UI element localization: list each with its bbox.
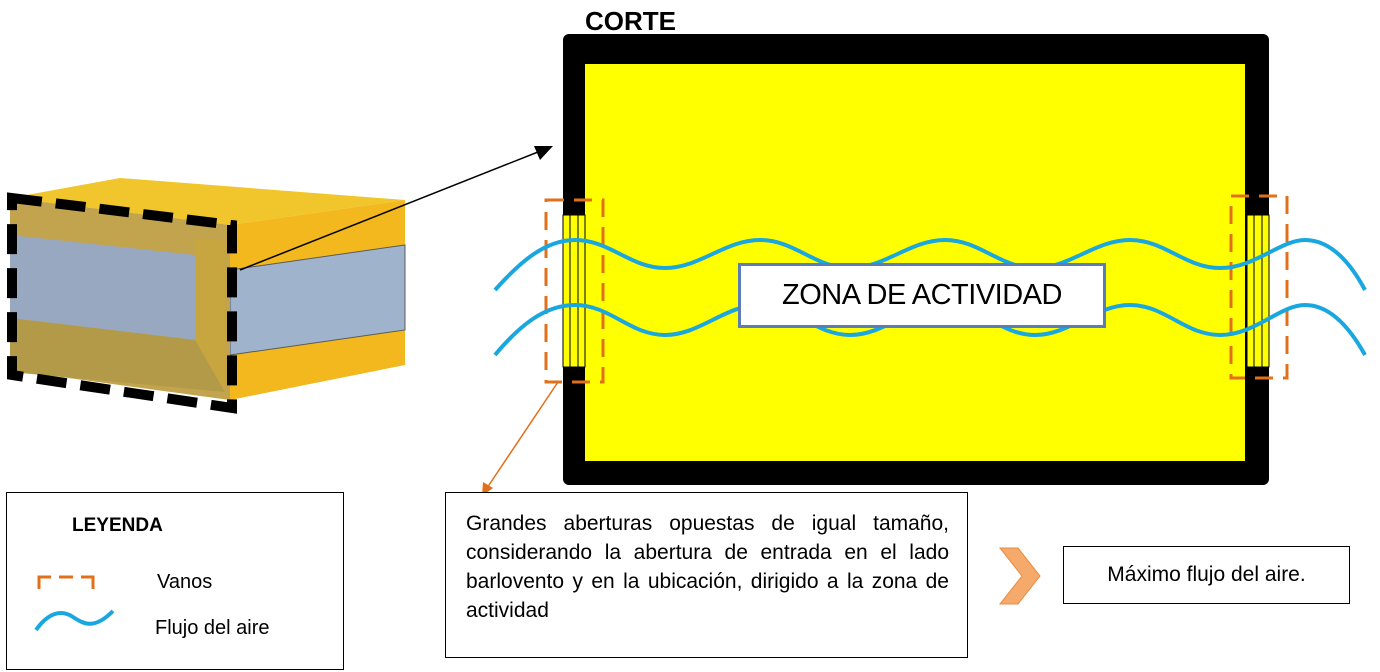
pointer-arrow [239,151,539,271]
left-opening-marker [544,198,605,384]
chevron-right-icon [998,547,1041,605]
legend-label-vanos: Vanos [157,571,213,593]
left-window [562,214,586,368]
leader-line [486,381,559,489]
section-cut-outline [7,192,237,414]
building-3d-icon [7,178,406,414]
legend-title: LEYENDA [72,515,163,536]
blue-wave-icon [34,609,115,632]
dashed-orange-rectangle-icon [37,575,95,589]
description-text: Grandes aberturas opuestas de igual tama… [466,512,949,622]
activity-zone-text: ZONA DE ACTIVIDAD [782,279,1062,311]
right-window [1246,214,1270,368]
activity-zone-label: ZONA DE ACTIVIDAD [738,263,1106,328]
air-flow-wave-upper [493,237,1367,292]
section-title: CORTE [585,6,676,36]
result-text: Máximo flujo del aire. [1107,563,1306,586]
right-opening-marker [1229,194,1289,380]
description-box: Grandes aberturas opuestas de igual tama… [445,492,968,658]
legend-label-flujo: Flujo del aire [155,617,270,639]
result-box: Máximo flujo del aire. [1063,546,1350,604]
legend: LEYENDA Vanos Flujo del aire [6,492,344,670]
arrow-head-icon [534,146,553,160]
